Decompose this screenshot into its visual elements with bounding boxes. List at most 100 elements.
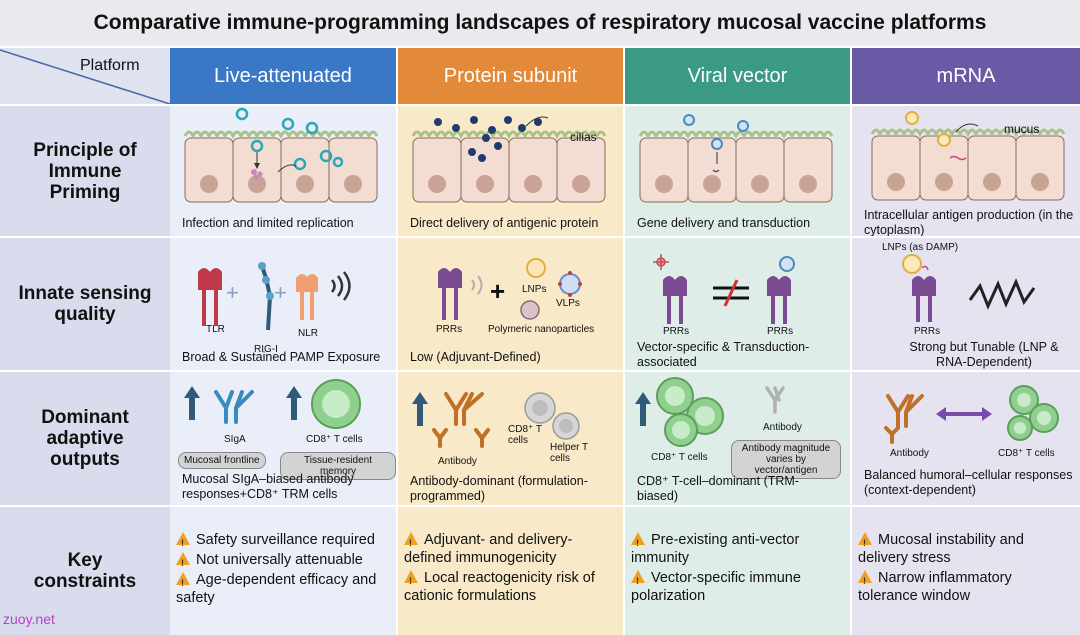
warning-icon	[858, 570, 872, 590]
label-lnps: LNPs	[522, 284, 547, 295]
caption-mrna-innate: Strong but Tunable (LNP & RNA-Dependent)	[909, 340, 1059, 369]
constraint-text: Local reactogenicity risk of cationic fo…	[404, 570, 595, 604]
prr-not-equal-illustration	[653, 254, 795, 324]
header-viral-vector: Viral vector	[625, 48, 850, 104]
figure-title: Comparative immune-programming landscape…	[0, 0, 1080, 46]
label-cd8-t-cells: CD8⁺ T cells	[998, 448, 1055, 459]
label-polymeric-np: Polymeric nanoparticles	[488, 324, 595, 335]
constraints-list-mrna: Mucosal instability and delivery stress …	[858, 531, 1072, 607]
cell-vector-priming: Gene delivery and transduction	[625, 104, 850, 236]
caption-live-innate: Broad & Sustained PAMP Exposure	[182, 350, 381, 364]
constraint-item: Vector-specific immune polarization	[631, 569, 845, 605]
label-prrs: PRRs	[436, 324, 463, 335]
svg-text:+: +	[226, 280, 239, 305]
label-siga: SIgA	[224, 434, 246, 445]
constraint-text: Age-dependent efficacy and safety	[176, 572, 377, 606]
constraint-item: Narrow inflammatory tolerance window	[858, 569, 1072, 605]
warning-icon	[631, 532, 645, 552]
pill-tissue-resident-memory: Tissue-resident memory	[280, 452, 396, 480]
cell-protein-adaptive: Antibody CD8⁺ T cells Helper T cells Ant…	[398, 370, 623, 505]
cell-mrna-innate: LNPs (as DAMP) PRRs Strong but Tunable (…	[852, 236, 1080, 370]
constraint-item: Pre-existing anti-vector immunity	[631, 531, 845, 567]
constraint-text: Safety surveillance required	[196, 532, 375, 548]
platform-corner-cell: Platform	[0, 46, 170, 105]
constraints-list-vector: Pre-existing anti-vector immunity Vector…	[631, 531, 845, 607]
label-mucus: mucus	[1004, 122, 1040, 136]
cell-live-innate: + + TLR RIG-I NLR Broad & Sustained PAMP…	[170, 236, 396, 370]
header-live-attenuated: Live-attenuated	[170, 48, 396, 104]
cell-vector-constraints: Pre-existing anti-vector immunity Vector…	[625, 505, 850, 635]
cell-live-priming: Infection and limited replication	[170, 104, 396, 236]
label-cd8-t-cells: CD8⁺ T cells	[306, 434, 363, 445]
label-antibody: Antibody	[438, 456, 477, 467]
label-prrs: PRRs	[914, 326, 941, 337]
constraints-list-live: Safety surveillance required Not univers…	[176, 531, 390, 609]
siga-cd8-illustration	[184, 379, 361, 429]
watermark: zuoy.net	[3, 611, 55, 627]
caption-vector-adaptive: CD8⁺ T-cell–dominant (TRM-biased)	[637, 474, 799, 503]
warning-icon	[858, 532, 872, 552]
label-prrs-b: PRRs	[767, 326, 794, 337]
caption-vector-innate: Vector-specific & Transduction-associate…	[637, 340, 810, 369]
warning-icon	[176, 532, 190, 552]
label-vlps: VLPs	[556, 298, 580, 309]
constraint-text: Narrow inflammatory tolerance window	[858, 570, 1012, 604]
cd8-cluster-illustration	[635, 377, 785, 447]
label-nlr: NLR	[298, 328, 319, 339]
pill-antibody-magnitude: Antibody magnitude varies by vector/anti…	[731, 440, 841, 479]
row-header-priming: Principle of Immune Priming	[0, 104, 170, 236]
constraint-text: Vector-specific immune polarization	[631, 570, 801, 604]
label-helper-t-cells: Helper T cells	[550, 442, 588, 464]
warning-icon	[404, 570, 418, 590]
row-header-innate: Innate sensing quality	[0, 236, 170, 370]
constraint-text: Pre-existing anti-vector immunity	[631, 532, 800, 566]
row-header-adaptive-text: Dominant adaptive outputs	[41, 407, 129, 470]
label-cilias: cilias	[570, 130, 597, 144]
row-header-adaptive: Dominant adaptive outputs	[0, 370, 170, 505]
constraint-text: Not universally attenuable	[196, 552, 363, 568]
warning-icon	[404, 532, 418, 552]
warning-icon	[176, 552, 190, 572]
label-antibody: Antibody	[763, 422, 802, 433]
epithelium-vector-illustration	[638, 114, 834, 203]
caption-live-priming: Infection and limited replication	[182, 216, 354, 230]
svg-text:+: +	[274, 280, 287, 305]
cell-live-adaptive: SIgA CD8⁺ T cells Mucosal frontline Tiss…	[170, 370, 396, 505]
platform-label: Platform	[80, 57, 140, 74]
constraint-text: Mucosal instability and delivery stress	[858, 532, 1024, 566]
epithelium-mrna-illustration	[870, 111, 1066, 201]
constraint-text: Adjuvant- and delivery-defined immunogen…	[404, 532, 573, 566]
constraint-item: Age-dependent efficacy and safety	[176, 571, 390, 607]
row-header-constraints: Key constraints	[0, 505, 170, 635]
constraint-item: Not universally attenuable	[176, 551, 390, 572]
label-cd8-t-cells: CD8⁺ T cells	[651, 452, 708, 463]
cell-protein-innate: + PRRs LNPs VLPs Polymeric nanoparticles…	[398, 236, 623, 370]
caption-protein-priming: Direct delivery of antigenic protein	[410, 216, 599, 230]
receptors-illustration: + +	[198, 262, 351, 331]
label-cd8-t-cells: CD8⁺ T cells	[508, 424, 542, 446]
prr-signal-illustration	[902, 254, 1036, 322]
row-header-constraints-text: Key constraints	[33, 550, 137, 592]
cell-mrna-constraints: Mucosal instability and delivery stress …	[852, 505, 1080, 635]
label-antibody: Antibody	[890, 448, 929, 459]
caption-mrna-adaptive: Balanced humoral–cellular responses (con…	[864, 468, 1073, 497]
caption-protein-innate: Low (Adjuvant-Defined)	[410, 350, 541, 364]
header-mrna: mRNA	[852, 48, 1080, 104]
constraints-list-protein: Adjuvant- and delivery-defined immunogen…	[404, 531, 618, 607]
cell-protein-constraints: Adjuvant- and delivery-defined immunogen…	[398, 505, 623, 635]
diagonal-line	[0, 49, 170, 105]
warning-icon	[631, 570, 645, 590]
label-lnps-damp: LNPs (as DAMP)	[882, 242, 959, 253]
caption-vector-priming: Gene delivery and transduction	[637, 216, 811, 230]
label-rig-i: RIG-I	[254, 344, 278, 355]
constraint-item: Adjuvant- and delivery-defined immunogen…	[404, 531, 618, 567]
epithelium-protein-illustration	[411, 116, 607, 203]
prr-adjuvant-illustration: +	[438, 258, 582, 320]
constraint-item: Mucosal instability and delivery stress	[858, 531, 1072, 567]
row-header-priming-text: Principle of Immune Priming	[33, 139, 137, 203]
pill-mucosal-frontline: Mucosal frontline	[178, 452, 266, 469]
constraint-item: Local reactogenicity risk of cationic fo…	[404, 569, 618, 605]
caption-protein-adaptive: Antibody-dominant (formulation-programme…	[410, 474, 588, 503]
constraint-item: Safety surveillance required	[176, 531, 390, 552]
cell-mrna-adaptive: Antibody CD8⁺ T cells Balanced humoral–c…	[852, 370, 1080, 505]
